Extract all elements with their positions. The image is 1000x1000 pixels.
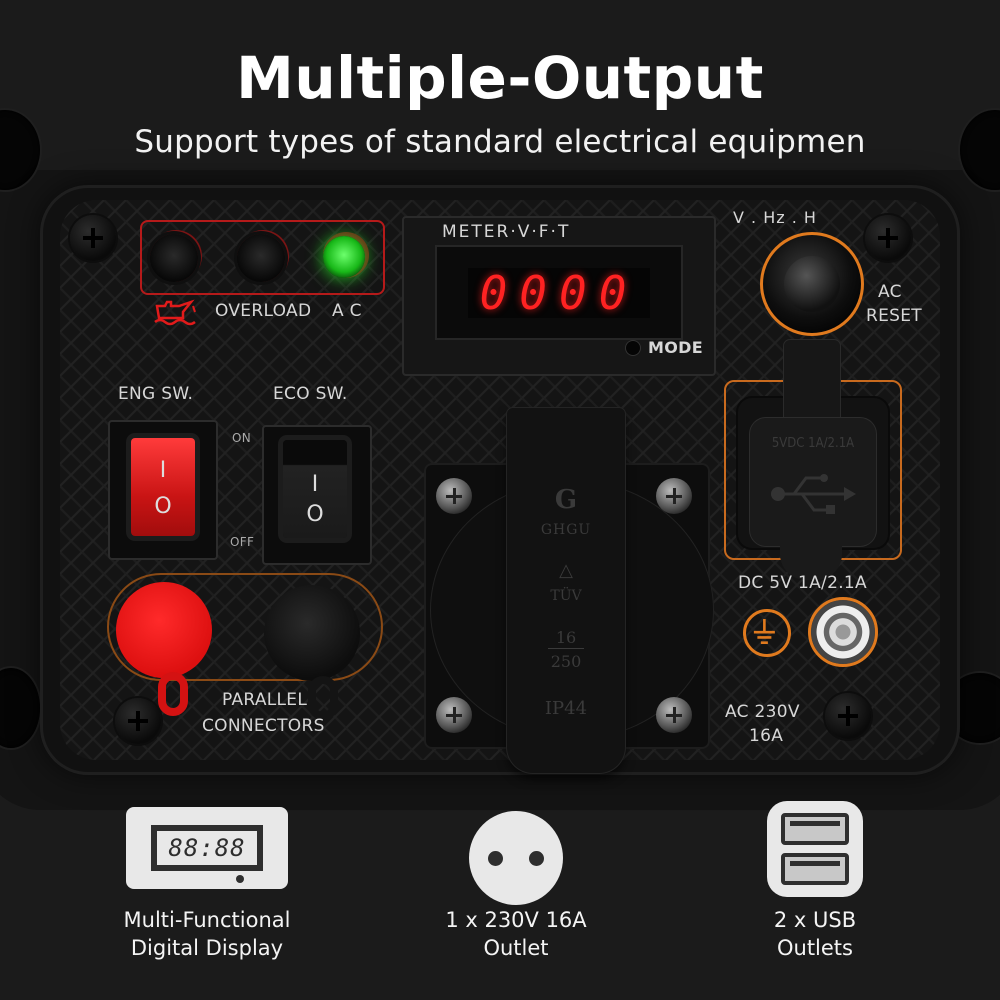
socket-rating-divider xyxy=(548,648,584,649)
feature-label-line1: Multi-Functional xyxy=(123,908,291,932)
ground-icon xyxy=(743,609,791,657)
screw-icon xyxy=(436,478,472,514)
usb-cover-tab xyxy=(780,540,842,580)
eng-switch[interactable]: I O xyxy=(131,438,195,536)
display-button-dot xyxy=(236,875,244,883)
feature-label-line2: Outlet xyxy=(483,936,549,960)
on-label: ON xyxy=(232,431,252,445)
socket-brand: GHGU xyxy=(540,522,592,538)
eco-switch-label: ECO SW. xyxy=(273,384,348,404)
socket-rating-volts: 250 xyxy=(550,652,582,671)
mode-button[interactable] xyxy=(626,341,640,355)
parallel-frame xyxy=(107,573,383,681)
eng-switch-label: ENG SW. xyxy=(118,384,194,404)
usb-port xyxy=(781,813,849,845)
oil-warning-led xyxy=(150,234,198,282)
reset-button-cap xyxy=(784,256,840,312)
ground-terminal[interactable] xyxy=(808,597,878,667)
ac-label: A C xyxy=(332,301,362,321)
cap-strap xyxy=(158,672,188,716)
cap-strap xyxy=(308,676,338,720)
page-subtitle: Support types of standard electrical equ… xyxy=(134,124,866,160)
on-symbol: I xyxy=(311,472,319,497)
screw-icon xyxy=(436,697,472,733)
on-symbol: I xyxy=(159,458,167,483)
outlet-pin xyxy=(529,851,544,866)
usb-cover-strap xyxy=(784,340,840,422)
socket-cert: TÜV xyxy=(550,588,582,604)
meter-reading: 0000 xyxy=(468,268,650,318)
indicator-frame xyxy=(140,220,385,295)
socket-rating-amps: 16 xyxy=(555,628,577,647)
digital-display-icon: 88:88 xyxy=(126,807,288,889)
meter-label: METER·V·F·T xyxy=(442,222,571,242)
mode-label: MODE xyxy=(648,338,703,357)
off-symbol: O xyxy=(306,502,324,527)
usb-cover-rating: 5VDC 1A/2.1A xyxy=(771,436,855,451)
feature-label-line2: Digital Display xyxy=(130,936,284,960)
usb-port xyxy=(781,853,849,885)
screw-icon xyxy=(825,693,871,739)
outlet-icon xyxy=(469,811,563,905)
socket-ip-rating: IP44 xyxy=(544,698,588,719)
overload-label: OVERLOAD xyxy=(215,301,312,321)
outlet-pin xyxy=(488,851,503,866)
off-label: OFF xyxy=(230,535,255,549)
page-title: Multiple-Output xyxy=(236,44,764,112)
usb-cover[interactable] xyxy=(750,418,876,546)
parallel-connector-black[interactable] xyxy=(264,585,360,681)
off-symbol: O xyxy=(154,494,172,519)
display-lcd: 88:88 xyxy=(157,831,257,865)
usb-label: DC 5V 1A/2.1A xyxy=(738,573,867,593)
ac-outlet-label-line2: 16A xyxy=(749,726,784,746)
feature-label-line1: 2 x USB xyxy=(773,908,857,932)
feature-label-line2: Outlets xyxy=(776,936,853,960)
parallel-label-line2: CONNECTORS xyxy=(202,716,325,736)
screw-icon xyxy=(115,698,161,744)
parallel-label-line1: PARALLEL xyxy=(222,690,308,710)
ac-reset-label-line1: AC xyxy=(878,282,902,302)
eco-switch[interactable]: I O xyxy=(283,440,347,538)
vhz-label: V . Hz . H xyxy=(733,208,817,227)
usb-symbol-icon xyxy=(771,474,856,514)
oil-can-icon xyxy=(154,299,196,326)
screw-icon xyxy=(656,478,692,514)
ac-outlet-label-line1: AC 230V xyxy=(725,702,800,722)
screw-icon xyxy=(656,697,692,733)
ac-led xyxy=(323,236,365,278)
ac-reset-label-line2: RESET xyxy=(866,306,922,326)
socket-cover-flap[interactable] xyxy=(507,408,625,773)
usb-ports-icon xyxy=(767,801,863,897)
screw-icon xyxy=(865,215,911,261)
feature-label-line1: 1 x 230V 16A xyxy=(445,908,587,932)
socket-logo-icon: G xyxy=(554,485,578,515)
warning-triangle-icon: △ xyxy=(559,560,573,581)
parallel-connector-red[interactable] xyxy=(116,582,212,678)
screw-icon xyxy=(70,215,116,261)
overload-led xyxy=(237,234,285,282)
